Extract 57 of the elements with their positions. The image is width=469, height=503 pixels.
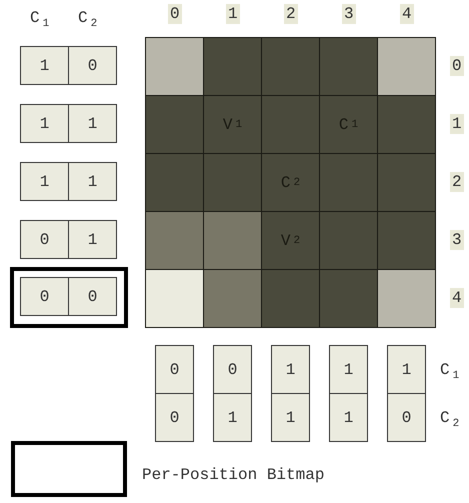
- legend-text: Per-Position Bitmap: [142, 465, 324, 485]
- grid-square: [377, 269, 436, 328]
- grid-square: [261, 95, 320, 154]
- grid-square: [145, 95, 204, 154]
- grid-square: [261, 37, 320, 96]
- index-label: 3: [450, 230, 464, 250]
- bit-cell: 0: [213, 345, 252, 394]
- bit-label: C$_{2}$: [78, 8, 98, 32]
- bit-cell: 1: [68, 220, 117, 259]
- bit-cell: 0: [68, 46, 117, 85]
- bit-cell: 1: [387, 345, 426, 394]
- grid-square: [377, 95, 436, 154]
- grid-square: [319, 211, 378, 270]
- index-label: 1: [226, 4, 240, 24]
- bit-cell: 1: [68, 104, 117, 143]
- bit-cell: 1: [213, 393, 252, 442]
- grid-square: [203, 211, 262, 270]
- bit-cell: 1: [271, 345, 310, 394]
- index-label: 0: [450, 56, 464, 76]
- bit-cell: 0: [387, 393, 426, 442]
- bit-cell: 1: [329, 393, 368, 442]
- grid-square: [319, 37, 378, 96]
- bit-cell: 1: [271, 393, 310, 442]
- grid-square: [319, 153, 378, 212]
- bit-cell: 1: [329, 345, 368, 394]
- bit-cell: 0: [20, 277, 69, 316]
- bit-cell: 0: [20, 220, 69, 259]
- grid-square: [203, 269, 262, 328]
- bit-cell: 1: [20, 104, 69, 143]
- grid-square: [145, 211, 204, 270]
- index-label: 3: [342, 4, 356, 24]
- grid-square: [203, 37, 262, 96]
- grid-square: [145, 37, 204, 96]
- index-label: 2: [284, 4, 298, 24]
- bit-label: C$_{1}$: [440, 360, 460, 384]
- bit-cell: 1: [20, 162, 69, 201]
- grid-square: [377, 153, 436, 212]
- grid-square: [377, 211, 436, 270]
- grid-square: [261, 269, 320, 328]
- index-label: 4: [400, 4, 414, 24]
- bit-cell: 0: [155, 393, 194, 442]
- grid-square: [203, 153, 262, 212]
- bit-cell: 0: [155, 345, 194, 394]
- bit-label: C$_{2}$: [440, 408, 460, 432]
- index-label: 2: [450, 172, 464, 192]
- grid-square: [145, 153, 204, 212]
- bit-label: C$_{1}$: [30, 8, 50, 32]
- index-label: 0: [168, 4, 182, 24]
- index-label: 4: [450, 288, 464, 308]
- bit-cell: 1: [20, 46, 69, 85]
- bit-cell: 1: [68, 162, 117, 201]
- bitmap-frame: [10, 267, 128, 328]
- grid-square: [319, 269, 378, 328]
- grid-square: [377, 37, 436, 96]
- bit-cell: 0: [68, 277, 117, 316]
- index-label: 1: [450, 114, 464, 134]
- grid-square: [145, 269, 204, 328]
